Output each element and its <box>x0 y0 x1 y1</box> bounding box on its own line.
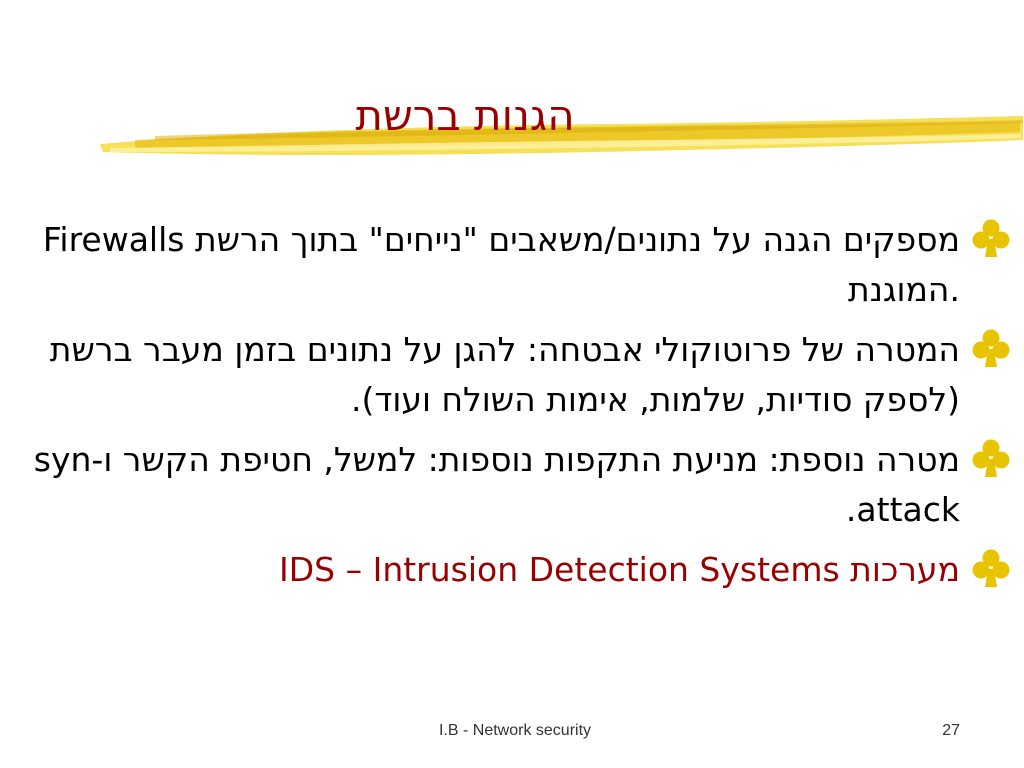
title-brush-stroke <box>100 116 1023 155</box>
bullet-item: Firewalls מספקים הגנה על נתונים/משאבים "… <box>30 215 1020 315</box>
bullet-item: המטרה של פרוטוקולי אבטחה: להגן על נתונים… <box>30 325 1020 425</box>
bullet-list: Firewalls מספקים הגנה על נתונים/משאבים "… <box>30 215 1020 605</box>
bullet-text: מטרה נוספת: מניעת התקפות נוספות: למשל, ח… <box>33 440 960 529</box>
footer-text: I.B - Network security <box>438 722 592 739</box>
bullet-text: מערכות IDS – Intrusion Detection Systems <box>279 550 960 589</box>
bullet-text: Firewalls מספקים הגנה על נתונים/משאבים "… <box>42 220 960 309</box>
club-icon <box>972 219 1010 257</box>
slide-title: הגנות ברשת <box>355 91 575 140</box>
club-icon <box>972 329 1010 367</box>
page-number: 27 <box>942 722 960 739</box>
bullet-item: מטרה נוספת: מניעת התקפות נוספות: למשל, ח… <box>30 435 1020 535</box>
bullet-item: מערכות IDS – Intrusion Detection Systems <box>30 545 1020 595</box>
bullet-text: המטרה של פרוטוקולי אבטחה: להגן על נתונים… <box>49 330 960 419</box>
club-icon <box>972 549 1010 587</box>
club-icon <box>972 439 1010 477</box>
